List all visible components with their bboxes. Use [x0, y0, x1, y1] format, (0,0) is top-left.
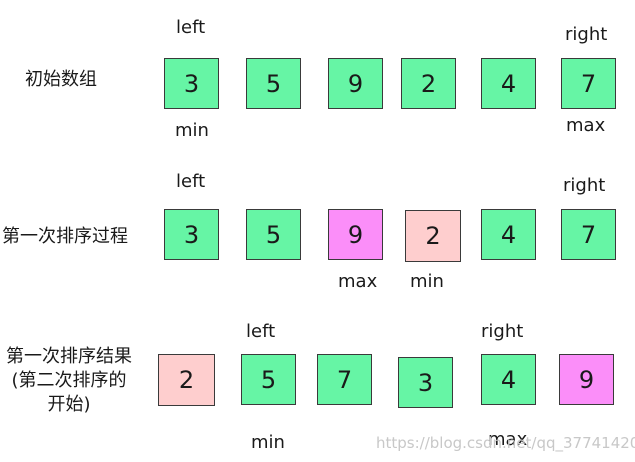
cell-value: 5: [265, 220, 282, 249]
row-label-line: 第一次排序结果: [6, 346, 132, 367]
row-label-initial-array: 初始数组: [25, 68, 97, 92]
array-cell: 7: [317, 354, 372, 405]
cell-value: 4: [500, 69, 517, 98]
array-cell: 2: [158, 354, 215, 406]
cell-value: 7: [336, 365, 353, 394]
cell-value: 3: [183, 220, 200, 249]
cell-value: 4: [500, 365, 517, 394]
min-pointer-label: min: [251, 432, 285, 453]
array-cell: 5: [246, 209, 301, 260]
array-cell: 9: [559, 354, 614, 405]
min-pointer-label: min: [410, 271, 444, 292]
array-cell: 4: [481, 209, 536, 260]
right-pointer-label: right: [565, 24, 608, 45]
array-cell: 2: [405, 210, 461, 262]
array-cell: 3: [164, 209, 219, 260]
array-cell: 4: [481, 58, 536, 109]
cell-value: 7: [580, 69, 597, 98]
array-cell: 7: [561, 209, 616, 260]
cell-value: 4: [500, 220, 517, 249]
array-cell: 4: [481, 354, 536, 405]
cell-value: 9: [347, 69, 364, 98]
row-label-line: (第二次排序的: [11, 370, 127, 391]
row-label-line: 初始数组: [25, 69, 97, 90]
min-pointer-label: min: [175, 120, 209, 141]
row-label-line: 第一次排序过程: [2, 226, 128, 247]
cell-value: 5: [265, 69, 282, 98]
max-pointer-label: max: [338, 271, 378, 292]
left-pointer-label: left: [176, 17, 206, 38]
cell-value: 2: [420, 69, 437, 98]
left-pointer-label: left: [246, 321, 276, 342]
max-pointer-label: max: [488, 429, 528, 450]
watermark-text: https://blog.csdn.net/qq_37741420: [376, 434, 635, 452]
cell-value: 3: [183, 69, 200, 98]
cell-value: 7: [580, 220, 597, 249]
left-pointer-label: left: [176, 171, 206, 192]
max-pointer-label: max: [566, 115, 606, 136]
cell-value: 9: [347, 220, 364, 249]
cell-value: 9: [578, 365, 595, 394]
cell-value: 2: [425, 222, 441, 250]
right-pointer-label: right: [563, 175, 606, 196]
array-cell: 7: [561, 58, 616, 109]
array-cell: 2: [401, 58, 456, 109]
cell-value: 2: [178, 366, 195, 394]
array-cell: 3: [164, 58, 219, 109]
cell-value: 5: [260, 365, 277, 394]
array-cell: 5: [246, 58, 301, 109]
row-label-first-pass-result: 第一次排序结果 (第二次排序的 开始): [6, 345, 132, 417]
right-pointer-label: right: [481, 321, 524, 342]
array-cell: 9: [328, 209, 383, 260]
array-cell: 9: [328, 58, 383, 109]
row-label-first-pass-process: 第一次排序过程: [2, 225, 128, 249]
array-cell: 5: [241, 354, 296, 405]
row-label-line: 开始): [47, 394, 91, 415]
array-cell: 3: [398, 357, 453, 408]
cell-value: 3: [417, 368, 434, 397]
